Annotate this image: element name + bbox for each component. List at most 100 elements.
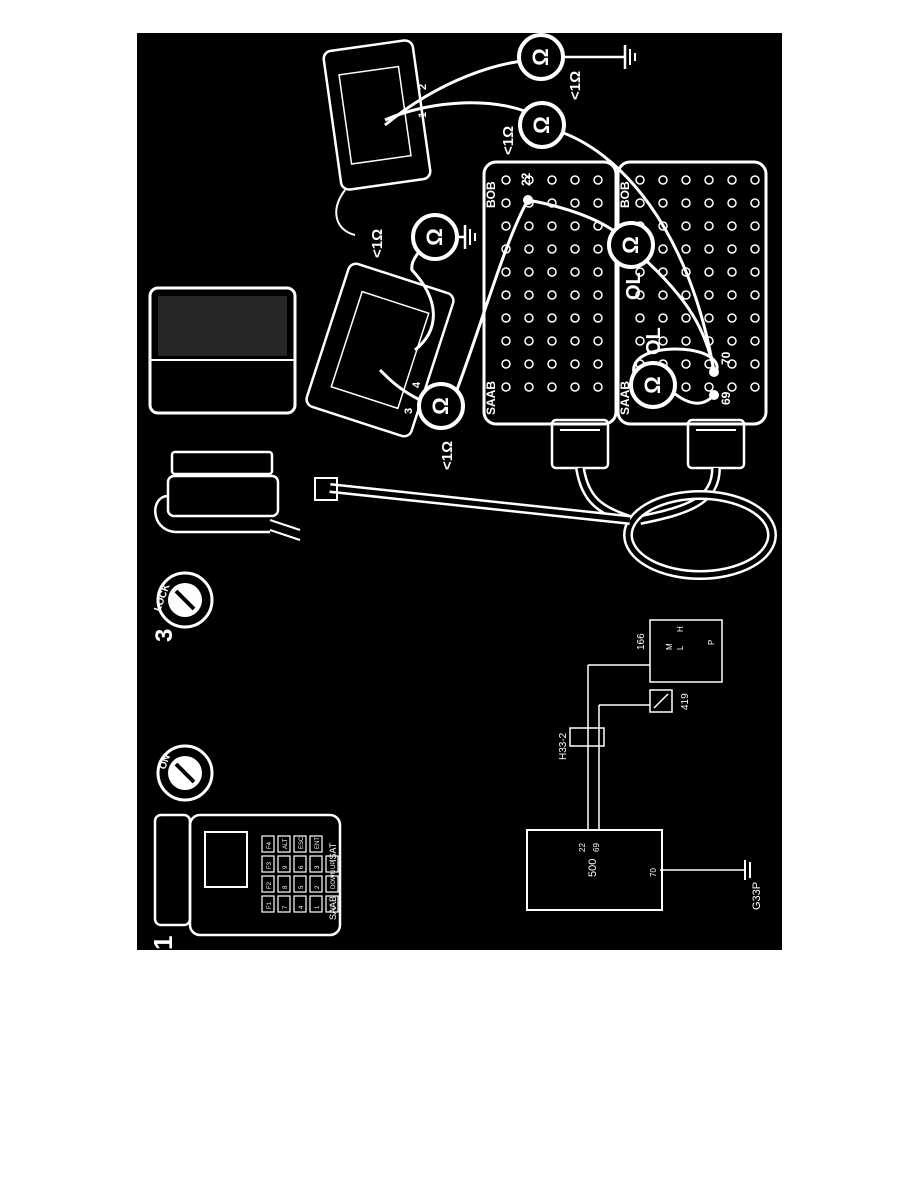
bob-pin-hole bbox=[727, 382, 737, 392]
bob-pin-hole bbox=[593, 198, 603, 208]
bob-pin-hole bbox=[524, 267, 534, 277]
test-connector-middle: 3 4 bbox=[305, 262, 455, 438]
bob-pin-hole bbox=[501, 221, 511, 231]
bob-pin-hole bbox=[681, 198, 691, 208]
isat-key bbox=[309, 895, 323, 913]
reading-open-1: OL bbox=[623, 272, 645, 300]
connector-label: H33-2 bbox=[558, 732, 569, 760]
isat-key bbox=[309, 835, 323, 853]
bob-pin-hole bbox=[750, 175, 760, 185]
bob-pin-hole bbox=[658, 290, 668, 300]
bob-pin-hole bbox=[750, 290, 760, 300]
isat-key bbox=[293, 895, 307, 913]
bob-pin-hole bbox=[501, 175, 511, 185]
bob-pin-hole bbox=[501, 198, 511, 208]
isat-key bbox=[293, 835, 307, 853]
bob-pin-hole bbox=[547, 313, 557, 323]
bob-pin-hole bbox=[750, 198, 760, 208]
bob-pin-hole bbox=[727, 290, 737, 300]
connector-h33-2 bbox=[569, 727, 605, 747]
isat-key-label: F4 bbox=[267, 841, 273, 849]
ohmmeter-bob-open-2: Ω OL bbox=[629, 327, 677, 409]
module-pin-70: 70 bbox=[649, 868, 658, 877]
bob-pin-hole bbox=[704, 267, 714, 277]
bob-label-bottom: BOB bbox=[618, 181, 632, 208]
bob-pin-hole bbox=[750, 382, 760, 392]
module-500-label: 500 bbox=[587, 859, 599, 877]
bob-pin-hole bbox=[681, 244, 691, 254]
bob-pin-hole bbox=[570, 221, 580, 231]
bob-pin-hole bbox=[681, 175, 691, 185]
diagram-panel bbox=[137, 33, 782, 950]
bob-pin-hole bbox=[704, 244, 714, 254]
bob-pin-hole bbox=[658, 244, 668, 254]
step-number-3: 3 bbox=[151, 629, 178, 642]
bob-pin-hole bbox=[727, 244, 737, 254]
bob-pin-hole bbox=[501, 336, 511, 346]
bob-pin-hole bbox=[658, 336, 668, 346]
isat-key-label: 2 bbox=[315, 885, 321, 889]
bob-pin-hole bbox=[593, 290, 603, 300]
bob-pin-hole bbox=[547, 244, 557, 254]
isat-key-label: 3 bbox=[315, 865, 321, 869]
switch-pos-m: M bbox=[665, 643, 674, 650]
bob-pin-holes bbox=[501, 175, 760, 392]
pin-3-label: 3 bbox=[403, 408, 415, 414]
bob-pin-hole bbox=[570, 290, 580, 300]
reading-top: <1Ω bbox=[567, 71, 584, 100]
bob-pin-hole bbox=[750, 359, 760, 369]
svg-text:Ω: Ω bbox=[529, 116, 554, 134]
bob-pin-22-label: 22 bbox=[519, 172, 533, 186]
isat-key-label: ENT bbox=[315, 837, 321, 849]
bob-pin-hole bbox=[570, 198, 580, 208]
isat-key bbox=[261, 835, 275, 853]
sensor-419-box bbox=[649, 689, 673, 713]
svg-text:Ω: Ω bbox=[422, 228, 447, 246]
bob-pin-hole bbox=[501, 290, 511, 300]
bob-pin-hole bbox=[750, 221, 760, 231]
switch-pos-h: H bbox=[676, 626, 685, 632]
bob-pin-hole bbox=[727, 175, 737, 185]
bob-pin-hole bbox=[501, 313, 511, 323]
isat-key bbox=[261, 895, 275, 913]
bob-pin-hole bbox=[547, 290, 557, 300]
sensor-label: 419 bbox=[680, 693, 691, 710]
bob-pin-hole bbox=[547, 336, 557, 346]
bob-pin-hole bbox=[524, 175, 534, 185]
isat-key bbox=[261, 875, 275, 893]
isat-key bbox=[293, 855, 307, 873]
svg-text:Ω: Ω bbox=[640, 376, 665, 394]
isat-key-label: F2 bbox=[267, 881, 273, 889]
pin-2-label: 2 bbox=[417, 84, 429, 90]
pin-1-label: 1 bbox=[417, 112, 429, 118]
isat-brand: SAAB bbox=[328, 896, 338, 920]
bob-pin-hole bbox=[727, 221, 737, 231]
isat-model: ISAT bbox=[328, 842, 338, 862]
svg-text:Ω: Ω bbox=[428, 397, 453, 415]
bob-pin-hole bbox=[547, 359, 557, 369]
bob-pin-hole bbox=[635, 175, 645, 185]
bob-pin-hole bbox=[704, 382, 714, 392]
isat-key-label: DOWN bbox=[331, 870, 337, 889]
switch-label: 166 bbox=[636, 633, 647, 650]
bob-pin-hole bbox=[727, 336, 737, 346]
bob-pin-hole bbox=[658, 175, 668, 185]
on-label: ON bbox=[157, 753, 172, 771]
isat-key-label: 4 bbox=[299, 905, 305, 909]
isat-key bbox=[309, 855, 323, 873]
svg-text:Ω: Ω bbox=[528, 48, 553, 66]
bob-pin-hole bbox=[570, 175, 580, 185]
module-pin-22: 22 bbox=[578, 843, 587, 852]
bob-pin-hole bbox=[501, 267, 511, 277]
isat-key-label: F1 bbox=[267, 901, 273, 909]
reading-middle: <1Ω bbox=[439, 441, 456, 470]
breakout-box: BOB BOB SAAB SAAB 22 69 70 bbox=[482, 160, 768, 426]
bob-pin-69-label: 69 bbox=[719, 391, 733, 405]
isat-key-label: UP bbox=[331, 861, 337, 869]
bob-label-top: BOB bbox=[484, 181, 498, 208]
isat-key-label: 8 bbox=[283, 885, 289, 889]
bob-pin-hole bbox=[593, 175, 603, 185]
